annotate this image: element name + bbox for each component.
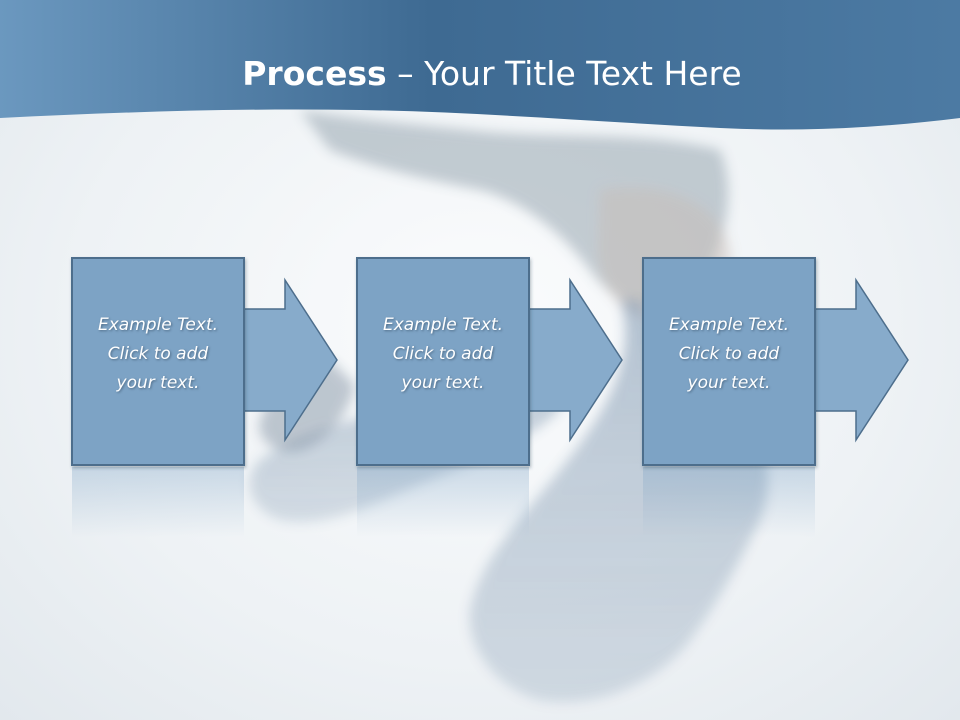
process-step-3[interactable] bbox=[642, 257, 909, 537]
step-2-box bbox=[356, 257, 530, 466]
step-3-reflection bbox=[643, 467, 815, 537]
title-bold: Process bbox=[242, 54, 387, 93]
step-2-arrow bbox=[524, 277, 623, 443]
step-3-text[interactable]: Example Text. Click to add your text. bbox=[668, 315, 790, 393]
step-1-reflection bbox=[72, 467, 244, 537]
slide-title[interactable]: Process – Your Title Text Here bbox=[0, 52, 960, 96]
title-banner bbox=[0, 0, 960, 130]
step-1-text[interactable]: Example Text. Click to add your text. bbox=[97, 315, 219, 393]
title-rest: – Your Title Text Here bbox=[386, 54, 742, 93]
process-step-1[interactable] bbox=[71, 257, 338, 537]
step-2-text[interactable]: Example Text. Click to add your text. bbox=[382, 315, 504, 393]
process-step-2[interactable] bbox=[356, 257, 623, 537]
step-2-reflection bbox=[357, 467, 529, 537]
step-3-arrow bbox=[810, 277, 909, 443]
step-1-box bbox=[71, 257, 245, 466]
step-3-box bbox=[642, 257, 816, 466]
step-1-arrow bbox=[239, 277, 338, 443]
